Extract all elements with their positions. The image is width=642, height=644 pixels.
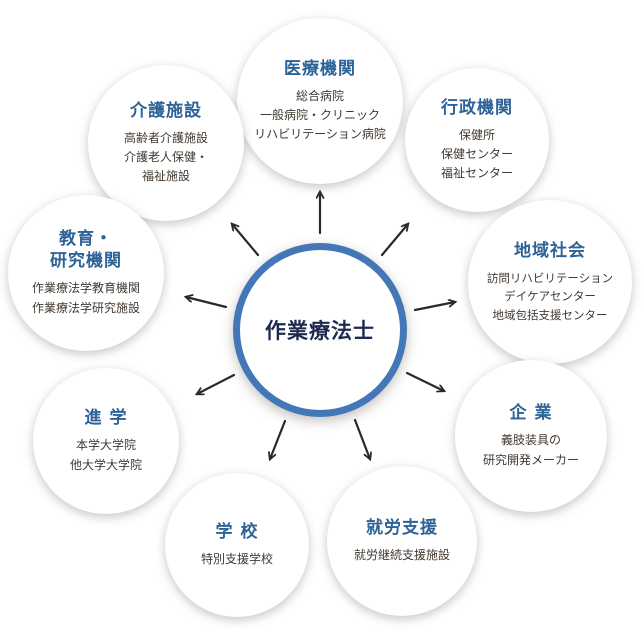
node-body-line: デイケアセンター [504,289,596,304]
node-body: 義肢装具の 研究開発メーカー [483,431,579,469]
node-community: 地域社会 訪問リハビリテーション デイケアセンター 地域包括支援センター [468,200,632,364]
node-body-line: リハビリテーション病院 [254,127,386,142]
node-title: 進 学 [84,408,128,429]
node-body: 就労継続支援施設 [354,546,450,565]
node-body-line: 他大学大学院 [69,457,142,472]
node-body: 本学大学院 他大学大学院 [70,436,142,474]
node-title-line: 研究機関 [50,251,122,272]
node-title: 企 業 [509,403,553,424]
node-body-line: 就労継続支援施設 [353,547,450,562]
node-body-line: 訪問リハビリテーション [486,270,614,285]
arrow-to-education-research [186,297,228,309]
node-body-line: 義肢装具の [500,433,561,448]
node-title: 介護施設 [130,100,202,121]
node-title: 教育・ 研究機関 [50,228,122,272]
node-body-line: 本学大学院 [75,438,136,453]
node-body: 保健所 保健センター 福祉センター [441,126,513,184]
node-title-line: 教育・ [59,229,113,250]
node-title: 学 校 [215,521,259,542]
node-government: 行政機関 保健所 保健センター 福祉センター [405,68,549,212]
node-title: 医療機関 [284,58,356,79]
node-employment-support: 就労支援 就労継続支援施設 [327,466,477,616]
node-body-line: 福祉センター [440,166,513,181]
arrow-to-company [405,371,444,391]
node-title: 就労支援 [366,517,438,538]
arrow-to-government [380,224,408,257]
node-body: 訪問リハビリテーション デイケアセンター 地域包括支援センター [487,269,613,324]
node-body: 高齢者介護施設 介護老人保健・ 福祉施設 [124,129,208,187]
arrow-to-further-study [197,373,236,394]
arrow-to-employment [353,418,370,459]
node-body-line: 作業療法学教育機関 [31,281,140,296]
arrow-to-school [270,419,287,459]
node-school: 学 校 特別支援学校 [165,473,309,617]
node-medical: 医療機関 総合病院 一般病院・クリニック リハビリテーション病院 [237,18,403,184]
node-body-line: 総合病院 [295,88,344,103]
node-body-line: 特別支援学校 [200,551,273,566]
node-title: 地域社会 [514,240,586,261]
node-body-line: 作業療法学研究施設 [31,300,140,315]
node-body: 作業療法学教育機関 作業療法学研究施設 [32,279,140,317]
node-body-line: 介護老人保健・ [123,149,208,164]
node-further-study: 進 学 本学大学院 他大学大学院 [33,368,179,514]
arrow-to-care [232,224,260,257]
node-body-line: 保健センター [440,146,513,161]
node-body-line: 高齢者介護施設 [123,130,208,145]
node-care: 介護施設 高齢者介護施設 介護老人保健・ 福祉施設 [88,65,244,221]
arrow-to-community [413,302,455,312]
node-education-research: 教育・ 研究機関 作業療法学教育機関 作業療法学研究施設 [8,195,164,351]
node-body-line: 地域包括支援センター [492,307,608,322]
node-body-line: 一般病院・クリニック [259,107,380,122]
center-label: 作業療法士 [265,319,375,343]
node-company: 企 業 義肢装具の 研究開発メーカー [455,360,607,512]
node-body-line: 研究開発メーカー [482,452,579,467]
node-body: 総合病院 一般病院・クリニック リハビリテーション病院 [254,87,386,145]
node-body-line: 保健所 [458,127,495,142]
center-node: 作業療法士 [233,243,407,417]
node-body: 特別支援学校 [201,550,273,569]
node-body-line: 福祉施設 [141,169,190,184]
node-title: 行政機関 [441,97,513,118]
